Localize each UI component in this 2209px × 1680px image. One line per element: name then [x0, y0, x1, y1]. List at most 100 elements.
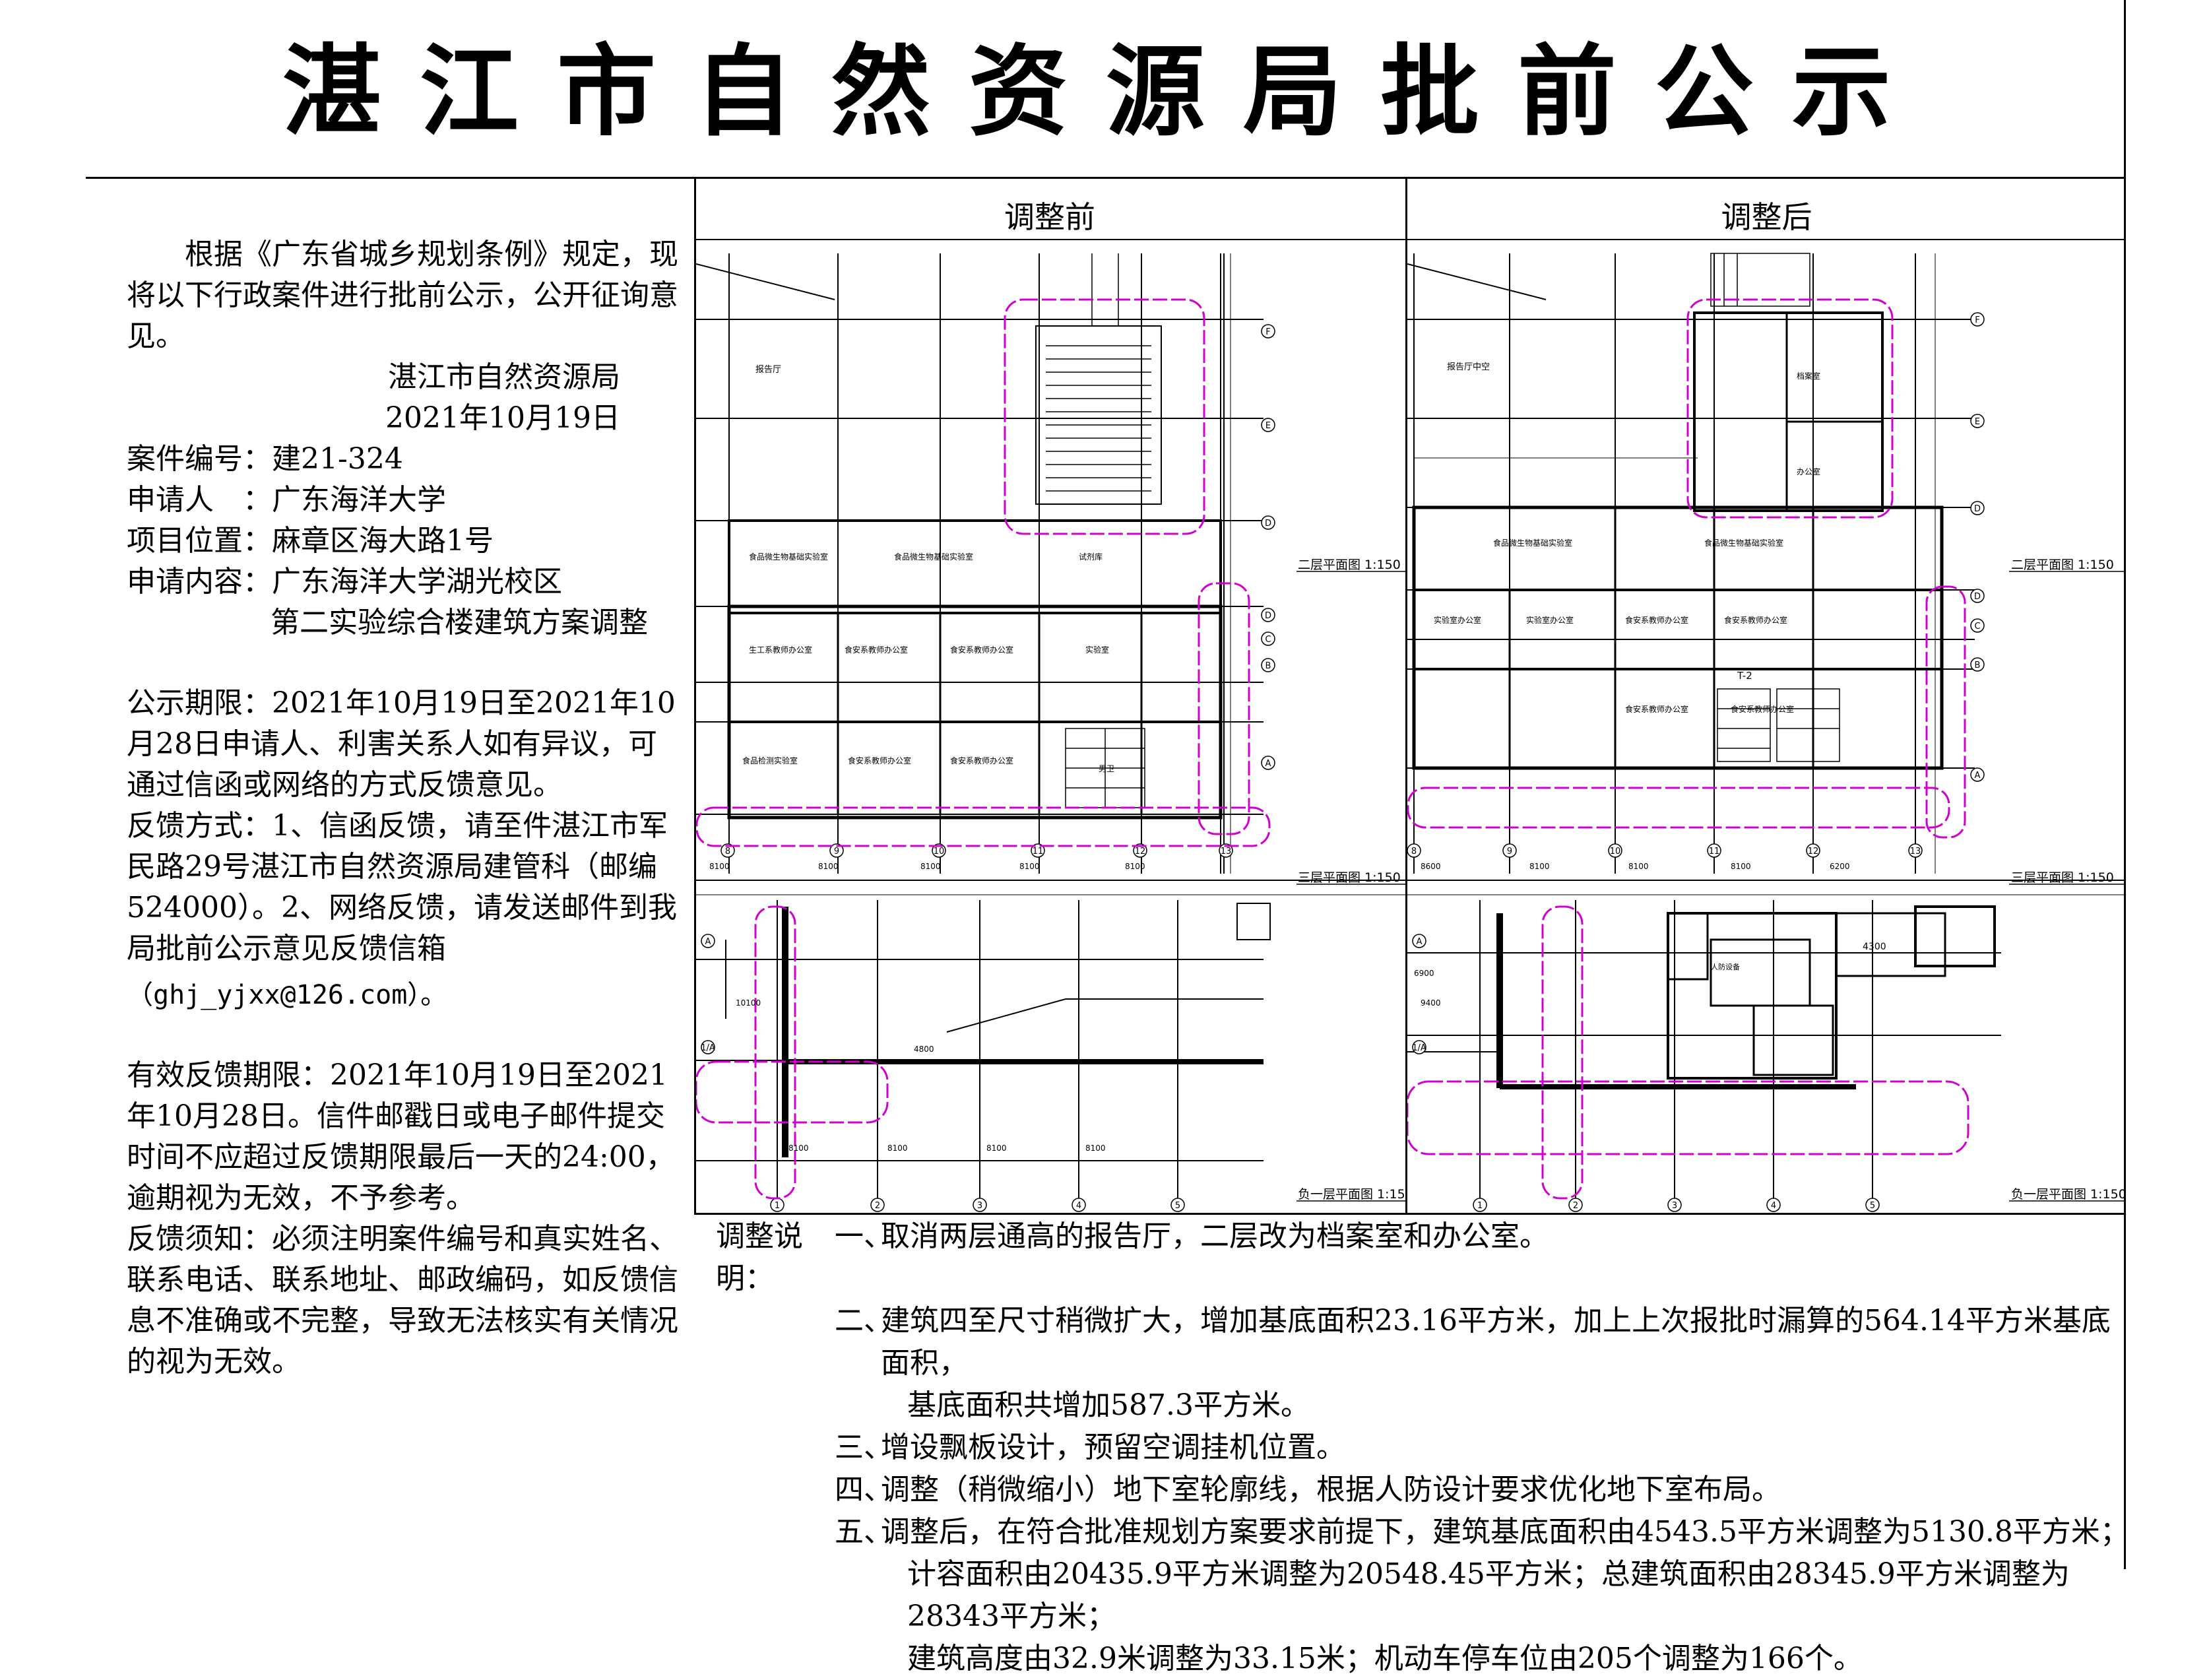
svg-text:D: D	[1974, 504, 1981, 514]
svg-text:8100: 8100	[1529, 862, 1550, 871]
applicant: 申请人 ：广东海洋大学	[127, 483, 446, 517]
svg-text:1/A: 1/A	[701, 1043, 715, 1053]
svg-text:生工系教师办公室: 生工系教师办公室	[749, 645, 812, 655]
svg-text:B: B	[1265, 661, 1271, 671]
before-plan-b1-label: 负一层平面图 1:150	[1298, 1187, 1405, 1202]
note-item-5-cont: 计容面积由20435.9平方米调整为20548.45平方米；总建筑面积由2834…	[907, 1557, 2070, 1633]
svg-text:10: 10	[934, 847, 945, 856]
page-title: 湛江市自然资源局批前公示	[282, 35, 1929, 150]
panel-head-divider	[694, 239, 2126, 240]
svg-text:食品微生物基础实验室: 食品微生物基础实验室	[1493, 538, 1572, 548]
svg-text:6900: 6900	[1414, 969, 1434, 978]
svg-text:F: F	[1975, 315, 1979, 325]
svg-text:C: C	[1265, 635, 1271, 645]
svg-text:T-2: T-2	[1737, 670, 1752, 682]
svg-text:5: 5	[1175, 1201, 1180, 1211]
svg-text:12: 12	[1135, 847, 1146, 856]
svg-text:8100: 8100	[920, 862, 941, 871]
svg-text:实验室办公室: 实验室办公室	[1434, 615, 1481, 625]
case-number: 案件编号：建21-324	[127, 442, 403, 476]
svg-text:食安系教师办公室: 食安系教师办公室	[845, 645, 908, 655]
note-item-3: 增设飘板设计，预留空调挂机位置。	[881, 1431, 1345, 1464]
svg-text:食安系教师办公室: 食安系教师办公室	[848, 756, 911, 765]
svg-text:8100: 8100	[818, 862, 839, 871]
svg-text:食安系教师办公室: 食安系教师办公室	[1724, 615, 1787, 625]
svg-text:4800: 4800	[914, 1045, 934, 1054]
svg-text:4: 4	[1771, 1201, 1776, 1211]
application-content: 申请内容：广东海洋大学湖光校区	[127, 565, 562, 598]
drawing-left-border	[694, 177, 696, 1214]
feedback-email[interactable]: （ghj_yjxx@126.com）。	[127, 980, 447, 1010]
svg-text:2: 2	[1573, 1201, 1578, 1211]
drawing-mid-divider	[1405, 177, 1407, 1214]
svg-text:8100: 8100	[709, 862, 730, 871]
svg-text:1: 1	[775, 1201, 780, 1211]
svg-text:A: A	[1417, 937, 1423, 947]
svg-text:食安系教师办公室: 食安系教师办公室	[950, 645, 1013, 655]
svg-text:10100: 10100	[736, 998, 761, 1008]
after-plan-2f-label: 二层平面图 1:150	[2011, 558, 2114, 572]
note-item-2: 建筑四至尺寸稍微扩大，增加基底面积23.16平方米，加上上次报批时漏算的564.…	[881, 1304, 2111, 1380]
svg-text:食品微生物基础实验室: 食品微生物基础实验室	[894, 552, 973, 562]
svg-text:8100: 8100	[1628, 862, 1649, 871]
svg-text:12: 12	[1808, 847, 1819, 856]
svg-text:8100: 8100	[1085, 1144, 1106, 1153]
issue-date: 2021年10月19日	[385, 401, 620, 435]
title-divider	[86, 177, 2126, 179]
svg-text:8100: 8100	[1731, 862, 1751, 871]
adjustment-notes: 调整说明： 一、 取消两层通高的报告厅，二层改为档案室和办公室。 二、 建筑四至…	[716, 1215, 2134, 1680]
svg-text:食安系教师办公室: 食安系教师办公室	[1625, 615, 1688, 625]
svg-text:实验室: 实验室	[1085, 645, 1109, 655]
svg-text:B: B	[1975, 661, 1981, 670]
svg-text:8100: 8100	[1125, 862, 1145, 871]
svg-text:11: 11	[1033, 847, 1044, 856]
issuer: 湛江市自然资源局	[388, 360, 620, 394]
before-floor-plans: 报告厅 食品微生物基础实验室 食品微生物基础实验室 试剂库 生工系教师办公室 食…	[696, 253, 1405, 1212]
svg-text:人防设备: 人防设备	[1711, 962, 1740, 971]
svg-text:1/A: 1/A	[1412, 1043, 1426, 1053]
svg-text:A: A	[1265, 759, 1271, 769]
after-plan-3f-label: 三层平面图 1:150	[2011, 870, 2114, 885]
svg-text:食安系教师办公室: 食安系教师办公室	[950, 756, 1013, 765]
svg-text:办公室: 办公室	[1797, 467, 1820, 476]
svg-text:8: 8	[725, 847, 730, 856]
svg-text:3: 3	[1672, 1201, 1677, 1211]
notice-frame	[86, 0, 2126, 1569]
svg-text:8600: 8600	[1421, 862, 1441, 871]
svg-text:实验室办公室: 实验室办公室	[1526, 615, 1574, 625]
svg-text:食品微生物基础实验室: 食品微生物基础实验室	[1704, 538, 1783, 548]
svg-text:9: 9	[1507, 847, 1512, 856]
publicity-period: 公示期限：2021年10月19日至2021年10月28日申请人、利害关系人如有异…	[127, 686, 676, 802]
svg-text:11: 11	[1709, 847, 1720, 856]
application-content-2: 第二实验综合楼建筑方案调整	[271, 606, 648, 639]
panel-after-heading: 调整后	[1721, 199, 1812, 235]
svg-text:E: E	[1265, 421, 1271, 431]
svg-text:13: 13	[1221, 847, 1232, 856]
note-item-5-cont2: 建筑高度由32.9米调整为33.15米；机动车停车位由205个调整为166个。	[907, 1642, 1863, 1675]
svg-text:9: 9	[834, 847, 839, 856]
svg-text:档案室: 档案室	[1797, 371, 1820, 381]
svg-text:2: 2	[875, 1201, 880, 1211]
svg-text:D: D	[1974, 592, 1981, 602]
before-plan-2f-label: 二层平面图 1:150	[1298, 558, 1401, 572]
svg-text:食安系教师办公室: 食安系教师办公室	[1731, 704, 1794, 714]
svg-text:8: 8	[1411, 847, 1417, 856]
before-plan-3f-label: 三层平面图 1:150	[1298, 870, 1401, 885]
svg-text:8100: 8100	[788, 1144, 809, 1153]
svg-text:A: A	[1975, 771, 1981, 781]
svg-text:E: E	[1975, 417, 1980, 427]
svg-text:试剂库: 试剂库	[1079, 552, 1103, 562]
svg-text:D: D	[1265, 519, 1271, 529]
svg-text:1: 1	[1477, 1201, 1483, 1211]
svg-text:D: D	[1265, 611, 1271, 621]
svg-text:8100: 8100	[1019, 862, 1040, 871]
after-plan-b1-label: 负一层平面图 1:150	[2011, 1187, 2126, 1202]
svg-text:男卫: 男卫	[1099, 764, 1114, 773]
svg-text:6200: 6200	[1830, 862, 1850, 871]
svg-text:13: 13	[1910, 847, 1921, 856]
note-item-2-cont: 基底面积共增加587.3平方米。	[907, 1388, 1310, 1422]
note-item-4: 调整（稍微缩小）地下室轮廓线，根据人防设计要求优化地下室布局。	[881, 1473, 1781, 1506]
svg-text:F: F	[1265, 327, 1270, 337]
svg-text:3: 3	[977, 1201, 982, 1211]
after-floor-plans: 报告厅中空 档案室 办公室 食品微生物基础实验室 食品微生物基础实验室 实验室办…	[1407, 253, 2126, 1212]
